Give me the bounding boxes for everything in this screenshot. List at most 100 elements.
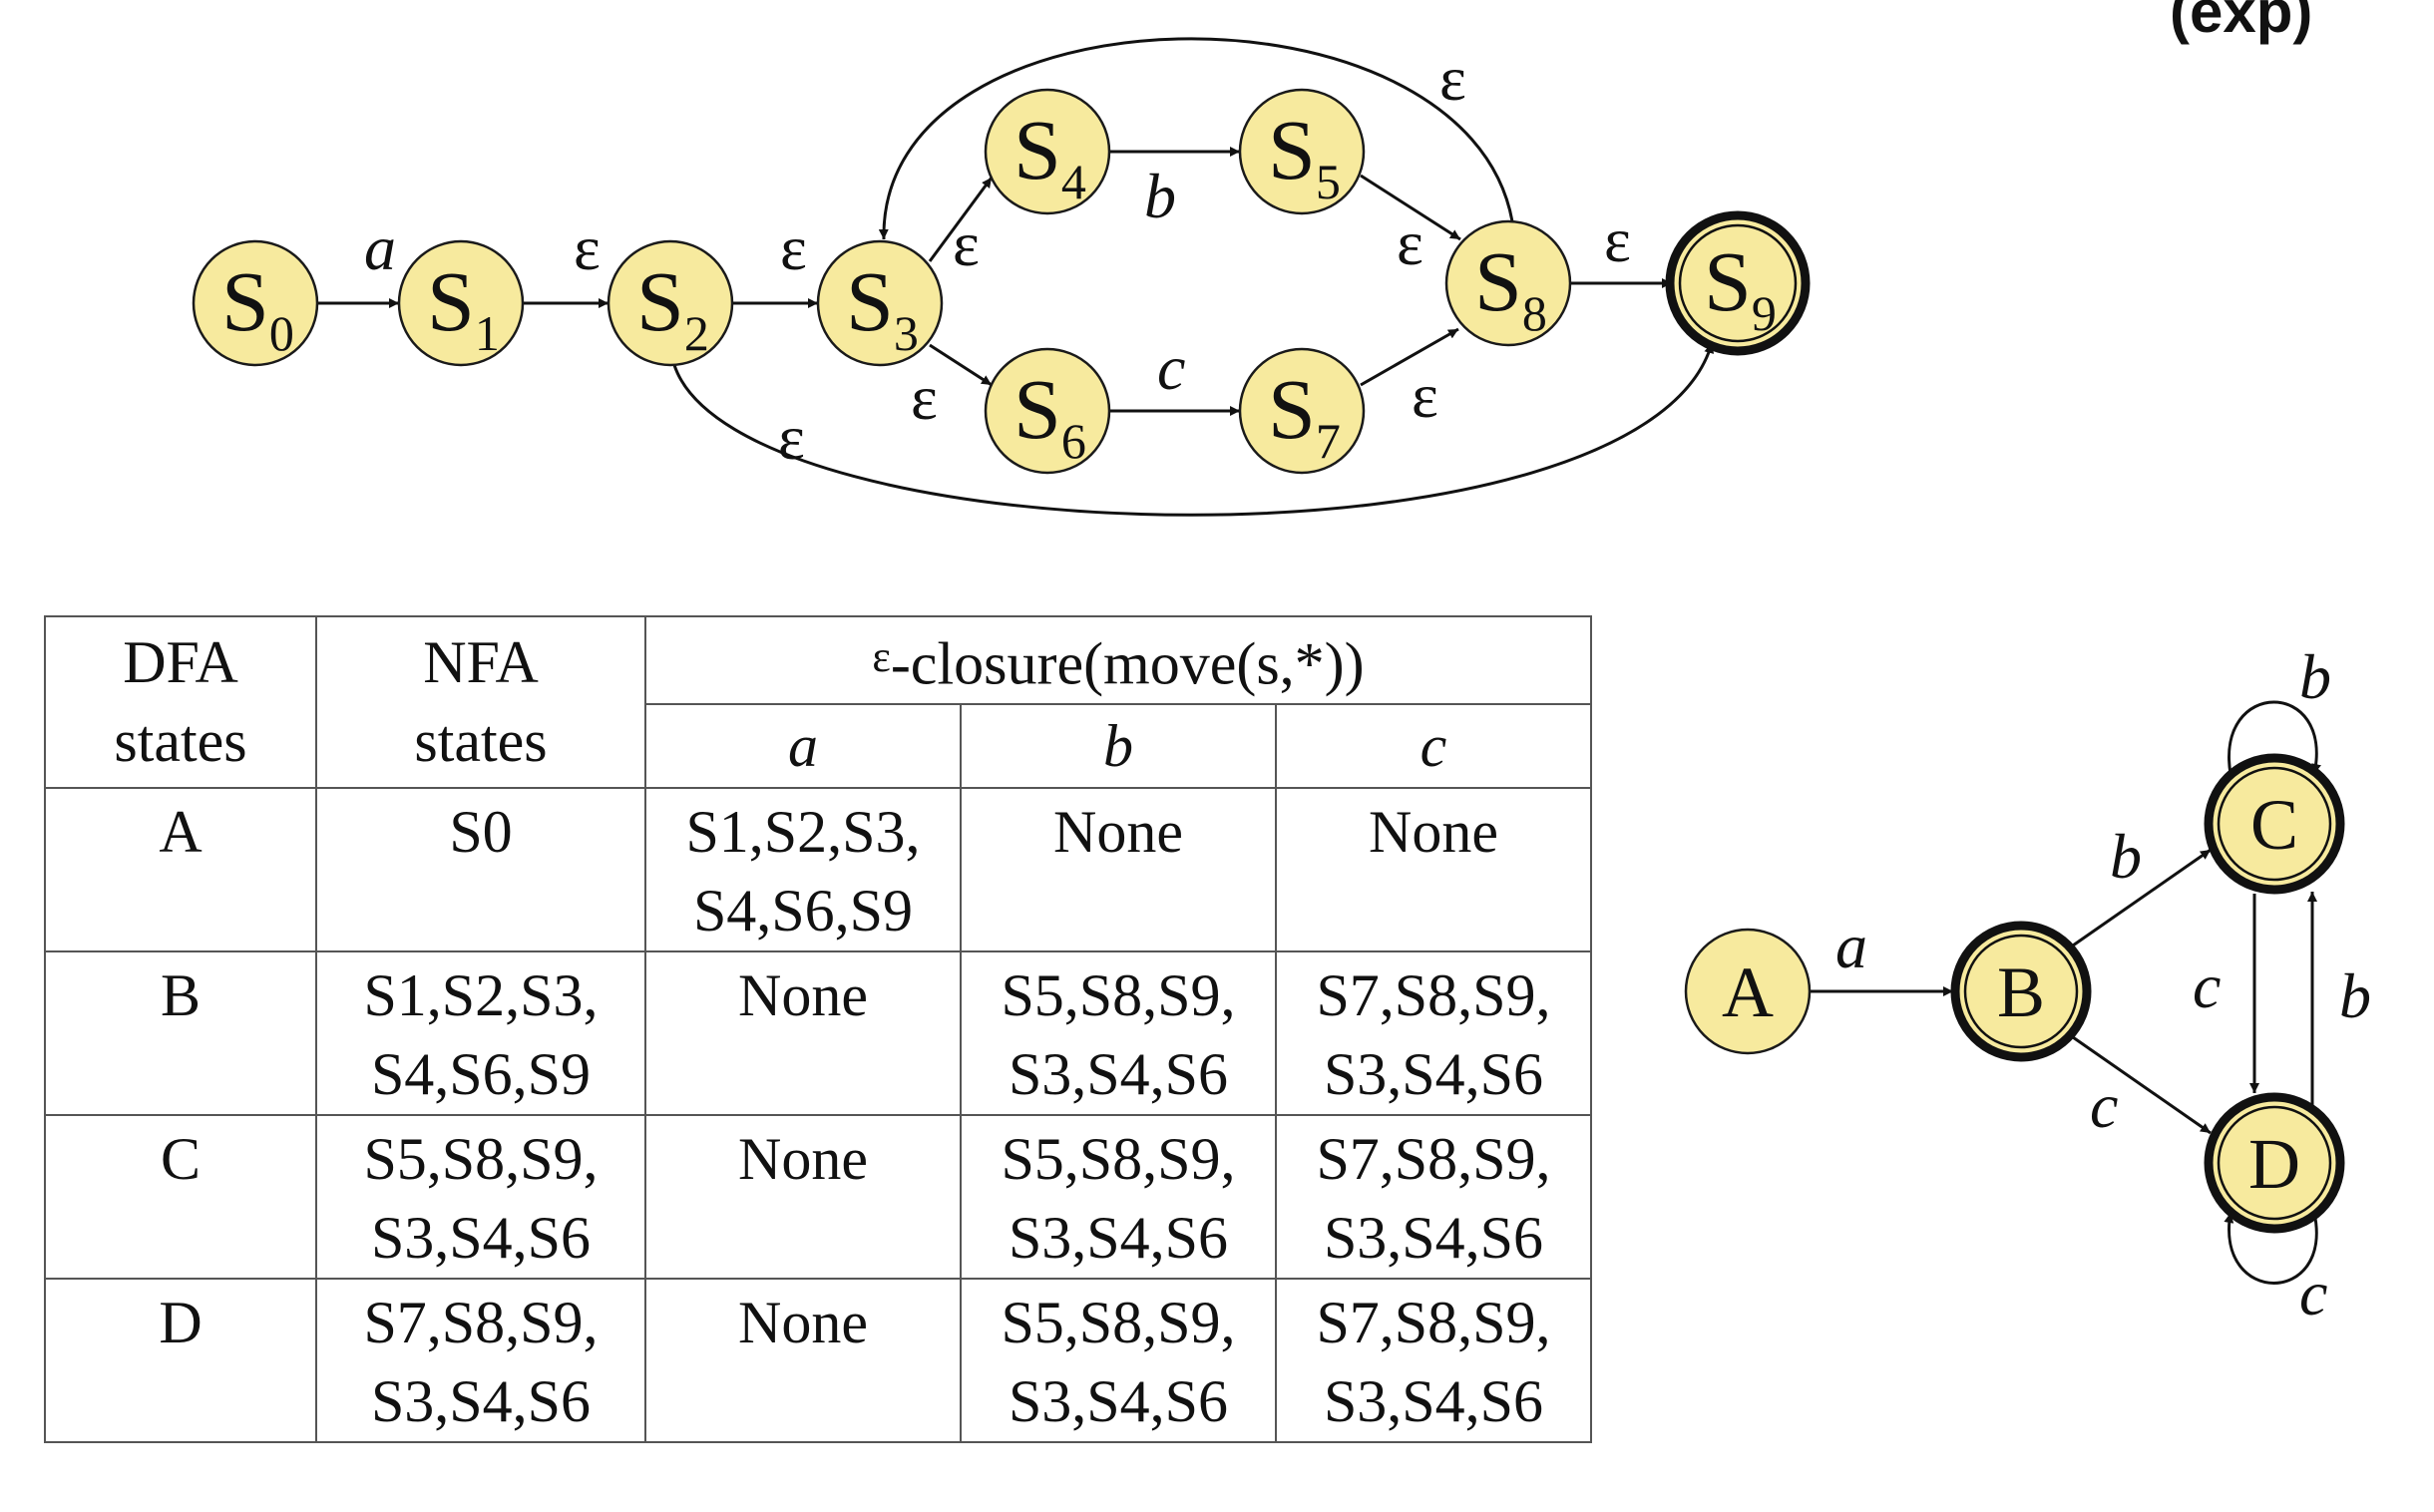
dfa-transition-b-d bbox=[2072, 1035, 2212, 1135]
state-circle bbox=[1238, 88, 1366, 215]
cell-line: None bbox=[1053, 799, 1183, 865]
symbol-a-header: a bbox=[644, 703, 962, 789]
state-label: S3 bbox=[846, 253, 919, 361]
accepting-inner-ring bbox=[1963, 934, 2079, 1049]
transition-label-s3-s4: ε bbox=[953, 208, 980, 279]
header-line: states bbox=[114, 708, 247, 774]
dfa-state-label: A bbox=[1722, 952, 1774, 1032]
state-subscript: 7 bbox=[1316, 413, 1341, 469]
move-a-cell: None bbox=[644, 950, 962, 1116]
state-label: S6 bbox=[1014, 361, 1086, 469]
dfa-transition-label-b-d: c bbox=[2090, 1070, 2118, 1141]
nfa-states-cell: S1,S2,S3, S4,S6,S9 bbox=[315, 950, 646, 1116]
move-b-cell: None bbox=[960, 787, 1277, 952]
epsilon-symbol: ε bbox=[872, 631, 891, 681]
cell-line: S3,S4,S6 bbox=[1323, 1205, 1544, 1271]
move-c-cell: S7,S8,S9,S3,S4,S6 bbox=[1275, 950, 1592, 1116]
dfa-state-cell: A bbox=[44, 787, 317, 952]
cell-line: S3,S4,S6 bbox=[1323, 1041, 1544, 1107]
dfa-state-cell: C bbox=[44, 1114, 317, 1280]
transition-label-s2-s3: ε bbox=[780, 212, 807, 283]
subset-construction-table: DFA states NFA states ε-closure(move(s,*… bbox=[44, 615, 1592, 1443]
cell-line: None bbox=[738, 962, 868, 1028]
dfa-state-d: D bbox=[2204, 1092, 2345, 1234]
move-b-cell: S5,S8,S9,S3,S4,S6 bbox=[960, 950, 1277, 1116]
state-subscript: 5 bbox=[1316, 154, 1341, 209]
cell-line: S7,S8,S9, bbox=[1316, 1126, 1551, 1192]
move-b-cell: S5,S8,S9, S3,S4,S6 bbox=[960, 1278, 1277, 1443]
cell-line: S3,S4,S6 bbox=[1008, 1041, 1229, 1107]
header-line: DFA bbox=[123, 629, 238, 695]
symbol-b-header: b bbox=[960, 703, 1277, 789]
accepting-inner-ring bbox=[2217, 766, 2332, 882]
cell-line: S7,S8,S9, bbox=[1316, 1290, 1551, 1355]
cell-line: S4,S6,S9 bbox=[370, 1041, 592, 1107]
state-subscript: 8 bbox=[1522, 285, 1547, 341]
transition-label-s8-s3: ε bbox=[1439, 43, 1466, 114]
dfa-state-b: B bbox=[1950, 921, 2092, 1062]
move-c-cell: S7,S8,S9, S3,S4,S6 bbox=[1275, 1114, 1592, 1280]
transition-s3-s4 bbox=[928, 177, 994, 262]
transition-label-s4-s5: b bbox=[1144, 161, 1176, 231]
transition-label-s8-s9: ε bbox=[1604, 204, 1631, 275]
cell-line: None bbox=[738, 1290, 868, 1355]
dfa-transitions bbox=[1810, 700, 2321, 1285]
state-circle bbox=[192, 239, 319, 367]
nfa-transitions bbox=[317, 37, 1715, 517]
nfa-states-cell: S5,S8,S9,S3,S4,S6 bbox=[315, 1114, 646, 1280]
state-s3: S3 bbox=[816, 239, 944, 367]
transition-s3-s6 bbox=[929, 343, 993, 387]
cell-line: S0 bbox=[449, 799, 513, 865]
dfa-transition-label-a-b: a bbox=[1835, 911, 1867, 981]
transition-label-s1-s2: ε bbox=[574, 212, 601, 283]
accepting-ring bbox=[2204, 753, 2345, 895]
transition-label-s5-s8: ε bbox=[1397, 207, 1423, 278]
dfa-states-header: DFA states bbox=[44, 615, 317, 789]
state-s2: S2 bbox=[607, 239, 734, 367]
dfa-state-label: C bbox=[2250, 785, 2298, 865]
dfa-transition-label-b-c: b bbox=[2110, 821, 2142, 892]
accepting-ring bbox=[2204, 1092, 2345, 1234]
dfa-transition-label-d-c: b bbox=[2339, 960, 2371, 1031]
dfa-state-c: C bbox=[2204, 753, 2345, 895]
header-line: states bbox=[414, 708, 548, 774]
transition-label-s3-s6: ε bbox=[911, 362, 938, 433]
transition-label-s0-s1: a bbox=[364, 212, 396, 283]
cell-line: S4,S6,S9 bbox=[692, 878, 914, 944]
cell-line: S1,S2,S3, bbox=[685, 799, 921, 865]
cell-line: None bbox=[738, 1126, 868, 1192]
cell-line: S1,S2,S3, bbox=[363, 962, 599, 1028]
page-title-fragment: (exp) bbox=[2170, 0, 2312, 45]
move-a-cell: None bbox=[644, 1114, 962, 1280]
state-s1: S1 bbox=[397, 239, 525, 367]
nfa-states-cell: S7,S8,S9,S3,S4,S6 bbox=[315, 1278, 646, 1443]
dfa-state-label: D bbox=[2248, 1124, 2300, 1204]
dfa-state-a: A bbox=[1684, 928, 1812, 1055]
accepting-inner-ring bbox=[1678, 223, 1798, 343]
move-b-cell: S5,S8,S9,S3,S4,S6 bbox=[960, 1114, 1277, 1280]
cell-line: S5,S8,S9, bbox=[1001, 1290, 1236, 1355]
cell-line: D bbox=[159, 1290, 203, 1355]
cell-line: S3,S4,S6 bbox=[1008, 1368, 1229, 1434]
state-circle bbox=[984, 347, 1111, 475]
closure-title: -closure(move(s,*)) bbox=[890, 630, 1365, 697]
move-a-cell: None bbox=[644, 1278, 962, 1443]
state-s6: S6 bbox=[984, 347, 1111, 475]
state-s5: S5 bbox=[1238, 88, 1366, 215]
state-subscript: 0 bbox=[269, 305, 294, 361]
state-s8: S8 bbox=[1444, 219, 1572, 347]
state-subscript: 1 bbox=[475, 305, 500, 361]
state-circle bbox=[607, 239, 734, 367]
cell-line: C bbox=[160, 1126, 202, 1192]
transition-label-s6-s7: c bbox=[1157, 332, 1185, 403]
symbol-c-header: c bbox=[1275, 703, 1592, 789]
accepting-inner-ring bbox=[2217, 1105, 2332, 1221]
dfa-state-cell: B bbox=[44, 950, 317, 1116]
state-circle bbox=[1444, 219, 1572, 347]
